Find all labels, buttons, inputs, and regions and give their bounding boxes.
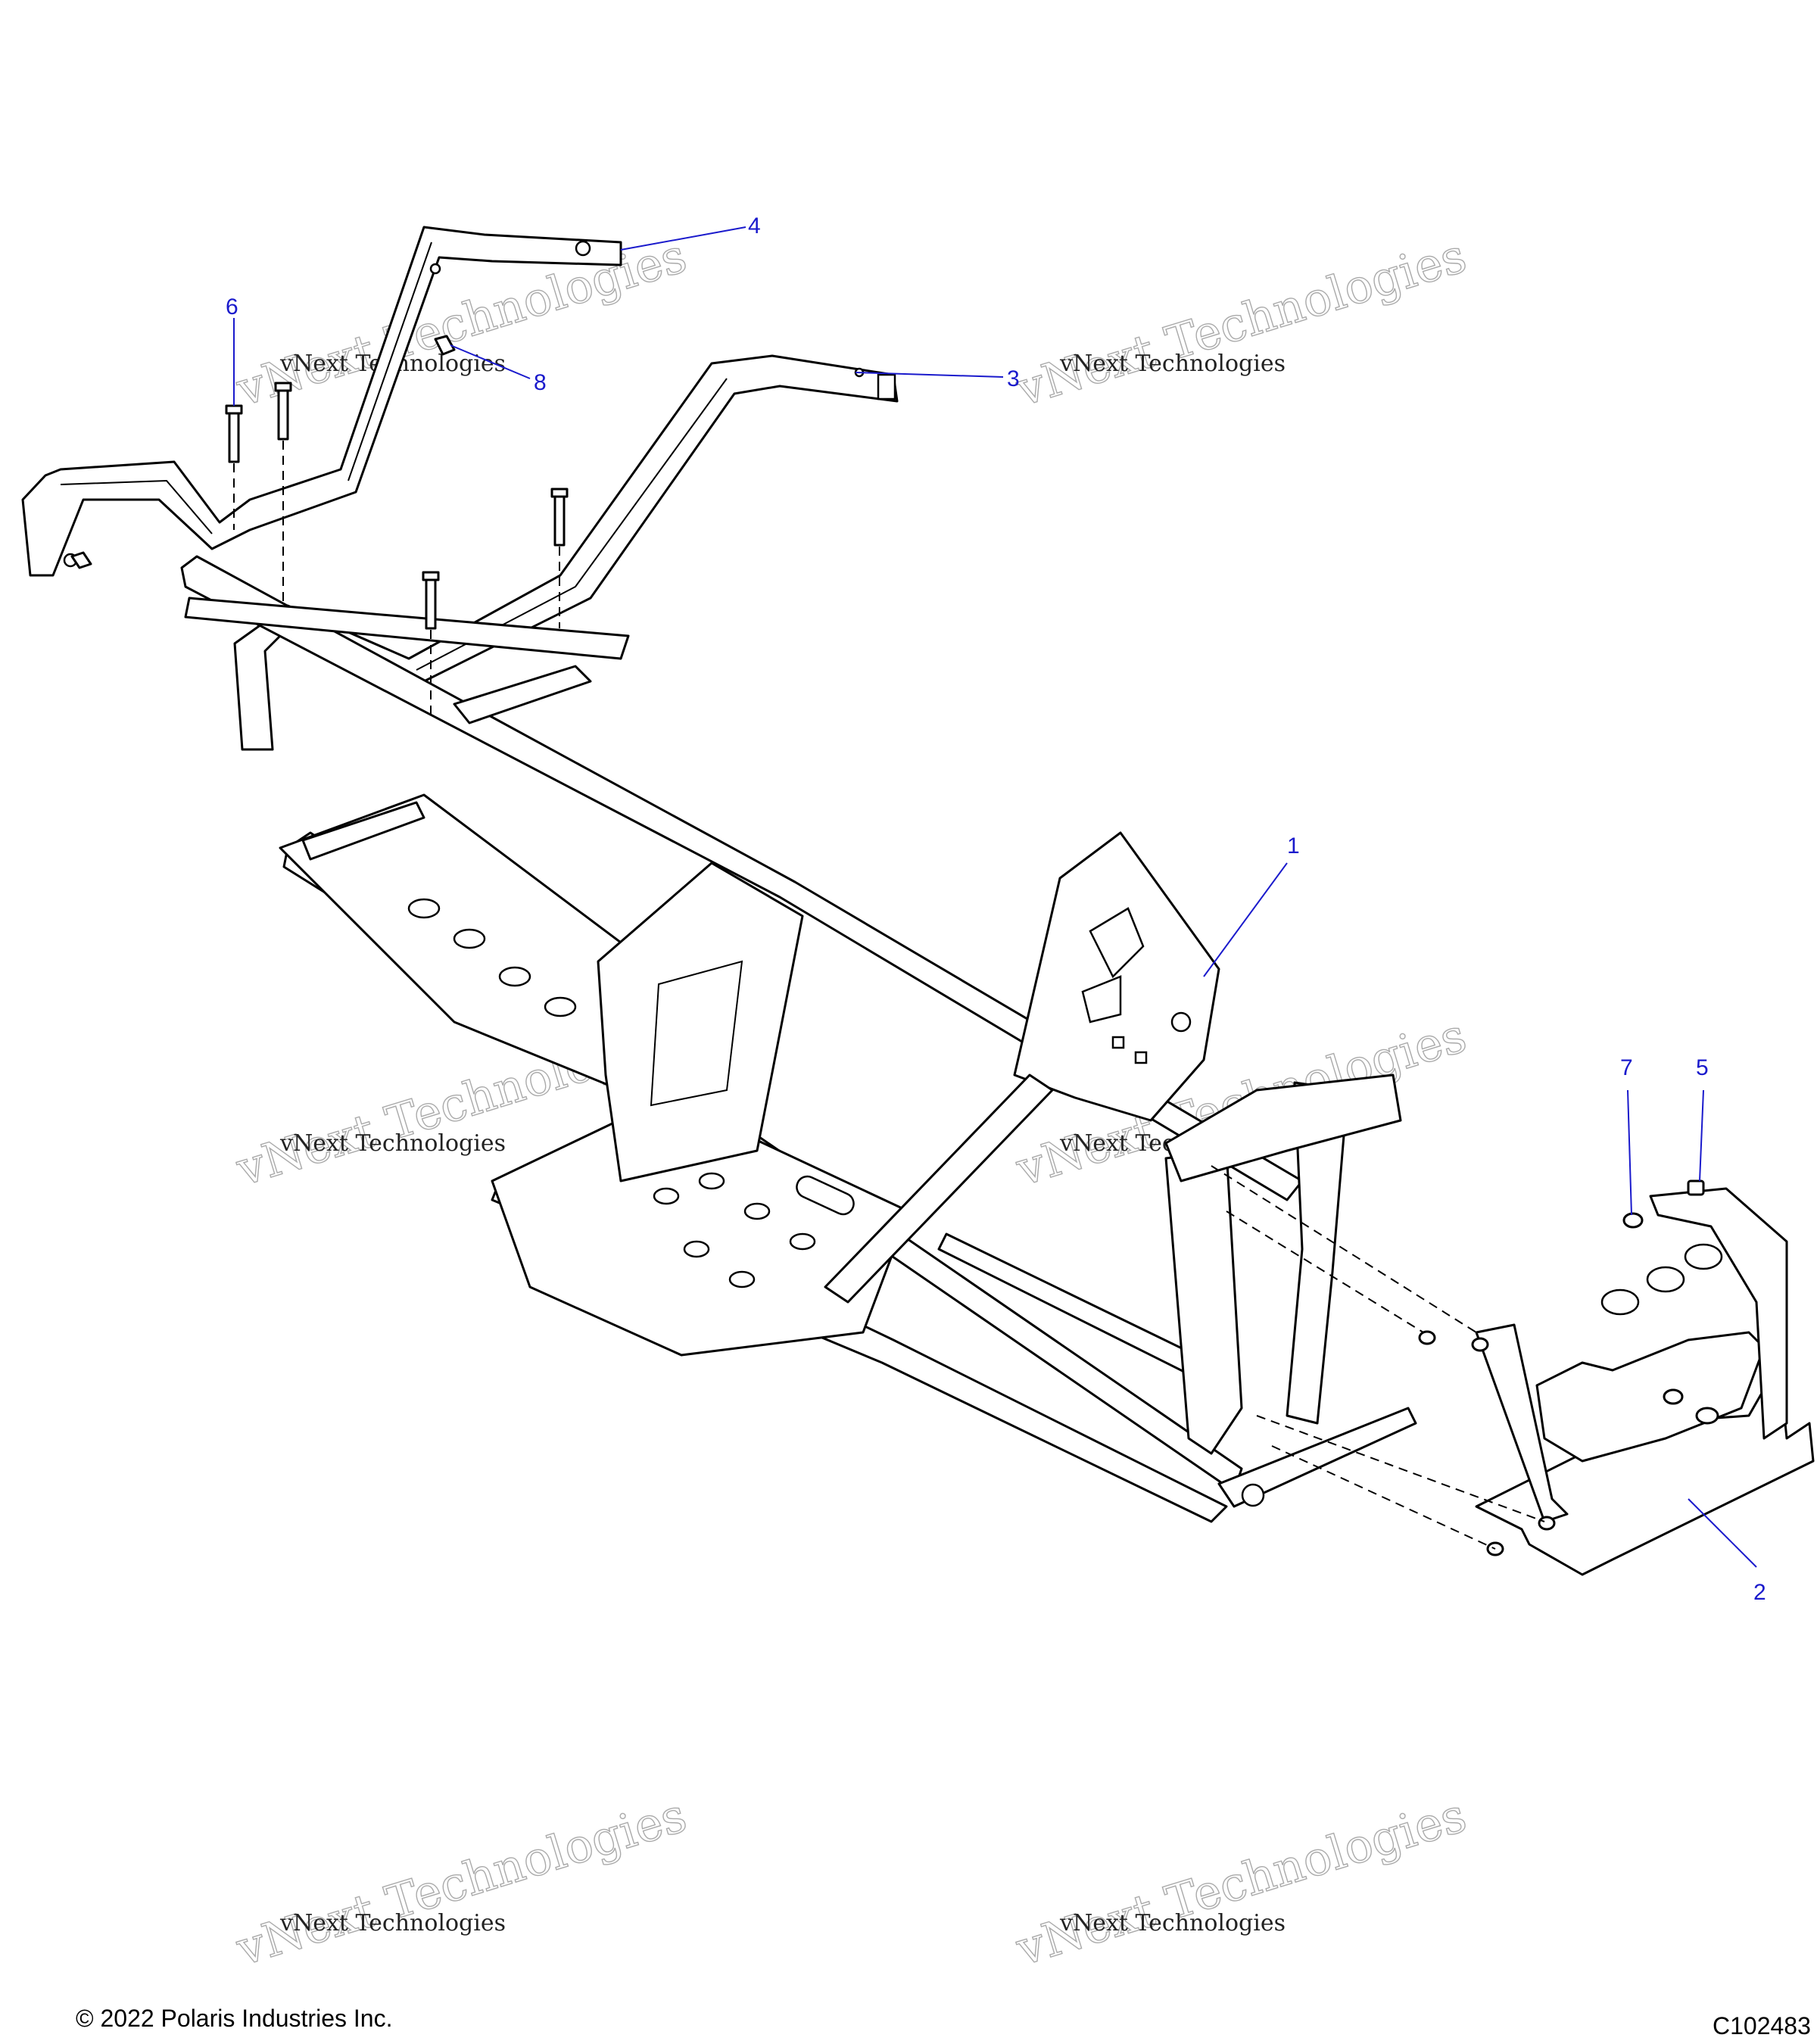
watermark-text: vNext Technologies: [279, 1130, 506, 1157]
drawing-id: C102483: [1713, 2012, 1811, 2039]
callout-1: 1: [1287, 833, 1300, 858]
floor-holes: [653, 1172, 855, 1288]
callout-4: 4: [748, 213, 761, 238]
watermark-big: vNext Technologies: [1009, 1787, 1472, 1977]
watermark-big: vNext Technologies: [229, 1787, 692, 1977]
callout-3: 3: [1007, 366, 1020, 391]
fasteners: [70, 335, 1719, 1556]
front-plate-holes: [1081, 907, 1192, 1064]
callouts: 1 2 3 4 5 6 7 8: [226, 213, 1766, 1605]
bumper-holes: [1600, 1243, 1723, 1316]
rear-upper-rail: [21, 226, 622, 577]
callout-7: 7: [1620, 1055, 1633, 1080]
watermark-text: vNext Technologies: [1059, 1910, 1286, 1937]
callout-6: 6: [226, 294, 238, 319]
leaders: [233, 226, 1757, 1568]
front-bumper: [1475, 1187, 1815, 1576]
watermark-text: vNext Technologies: [1059, 351, 1286, 377]
callout-2: 2: [1753, 1580, 1766, 1605]
copyright-text: © 2022 Polaris Industries Inc.: [76, 2005, 393, 2032]
assembly-lines: [233, 441, 1545, 1550]
callout-5: 5: [1696, 1055, 1709, 1080]
watermark-text: vNext Technologies: [279, 1910, 506, 1937]
callout-8: 8: [534, 370, 547, 395]
watermark-big: vNext Technologies: [1009, 228, 1472, 417]
main-frame: [180, 555, 1417, 1523]
rear-floor-holes: [407, 898, 577, 1017]
